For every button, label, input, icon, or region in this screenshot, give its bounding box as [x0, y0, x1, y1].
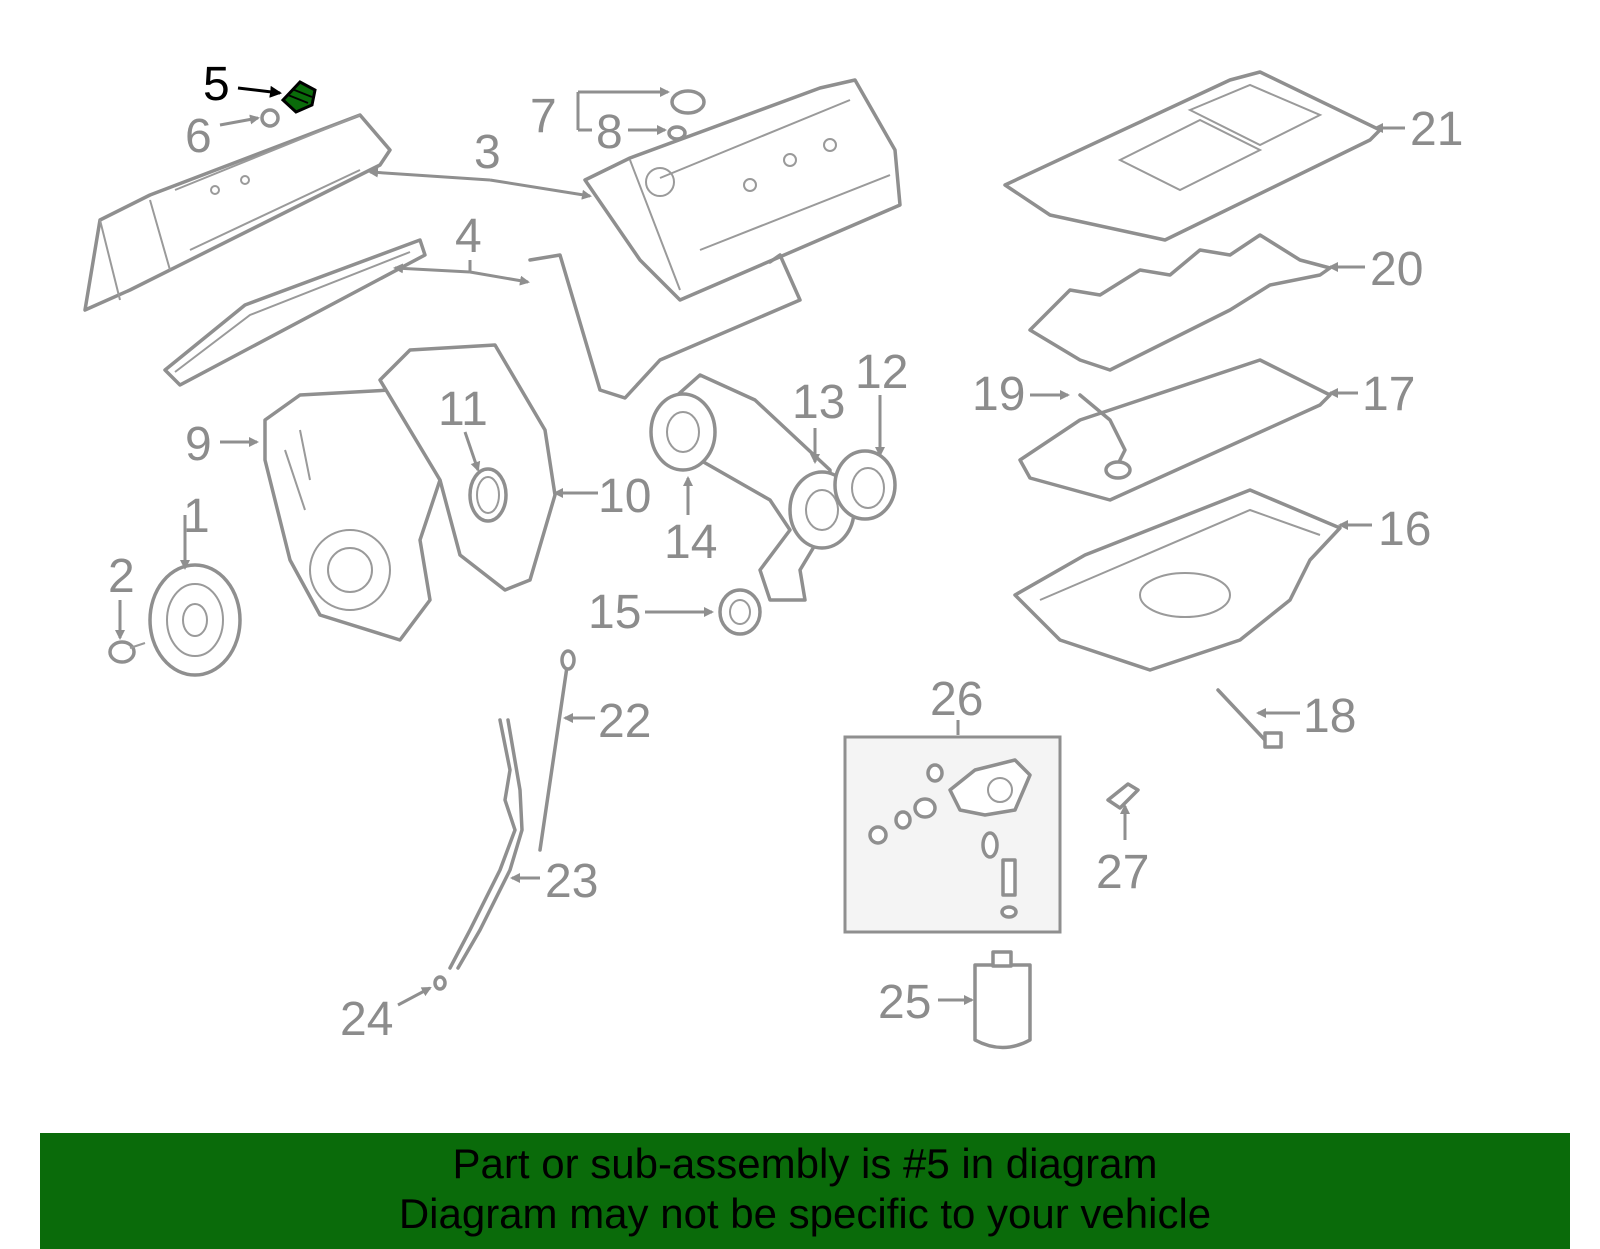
idler-pulley[interactable]: [718, 588, 762, 636]
info-banner: Part or sub-assembly is #5 in diagram Di…: [40, 1133, 1570, 1249]
timing-cover-rear[interactable]: [378, 343, 557, 592]
valve-cover-left[interactable]: [83, 113, 392, 312]
front-seal[interactable]: [468, 467, 508, 523]
callout-15: 15: [588, 586, 641, 639]
callout-7: 7: [530, 90, 557, 143]
callout-12: 12: [855, 346, 908, 399]
callout-11: 11: [438, 383, 488, 436]
valve-cover-gasket-right[interactable]: [528, 253, 802, 400]
callout-2: 2: [108, 550, 135, 603]
leader-lines: [115, 85, 1405, 1007]
timing-belt[interactable]: [653, 373, 832, 602]
callout-16: 16: [1378, 503, 1431, 556]
callout-5[interactable]: 5: [203, 58, 230, 111]
highlighted-part-5[interactable]: [280, 80, 317, 114]
callout-4: 4: [455, 210, 482, 263]
callout-9: 9: [185, 418, 212, 471]
dipstick-tube[interactable]: [448, 718, 524, 970]
oil-pan[interactable]: [1013, 488, 1342, 672]
callout-24: 24: [340, 993, 393, 1046]
gasket-27[interactable]: [1106, 782, 1140, 810]
valve-cover-right[interactable]: [583, 78, 902, 302]
callout-17: 17: [1362, 368, 1415, 421]
oil-pickup-tube[interactable]: [1078, 393, 1132, 480]
callout-1: 1: [183, 490, 210, 543]
camshaft-sprocket-left[interactable]: [649, 392, 717, 472]
callout-27: 27: [1096, 846, 1149, 899]
tensioner-pulley[interactable]: [833, 449, 897, 521]
o-ring-6[interactable]: [260, 108, 280, 128]
dipstick-tube-o-ring[interactable]: [433, 975, 447, 991]
pulley-bolt[interactable]: [108, 640, 146, 664]
callout-19: 19: [972, 368, 1025, 421]
filler-cap-seal[interactable]: [667, 125, 687, 141]
callout-13: 13: [792, 376, 845, 429]
callout-8: 8: [596, 106, 623, 159]
oil-level-sensor[interactable]: [1216, 688, 1283, 749]
crankcase-plate[interactable]: [1003, 70, 1382, 242]
oil-filter[interactable]: [973, 950, 1032, 1050]
callout-3: 3: [474, 126, 501, 179]
callout-18: 18: [1303, 690, 1356, 743]
callout-25: 25: [878, 976, 931, 1029]
banner-line-1: Part or sub-assembly is #5 in diagram: [452, 1140, 1158, 1187]
oil-filler-cap[interactable]: [670, 89, 706, 115]
callout-22: 22: [598, 695, 651, 748]
callout-10: 10: [598, 470, 651, 523]
callout-14: 14: [664, 516, 717, 569]
dipstick[interactable]: [538, 649, 576, 852]
callout-20: 20: [1370, 243, 1423, 296]
callout-21: 21: [1410, 103, 1463, 156]
crankshaft-pulley[interactable]: [148, 563, 242, 677]
callout-23: 23: [545, 855, 598, 908]
oil-pan-brackets[interactable]: [1028, 233, 1332, 372]
oil-filter-housing-kit[interactable]: [843, 735, 1062, 934]
callout-26: 26: [930, 673, 983, 726]
oil-pan-gasket[interactable]: [1018, 358, 1332, 502]
timing-cover-front[interactable]: [263, 388, 442, 642]
callout-6: 6: [185, 110, 212, 163]
valve-cover-gasket-left[interactable]: [163, 238, 427, 387]
banner-line-2: Diagram may not be specific to your vehi…: [398, 1190, 1212, 1237]
